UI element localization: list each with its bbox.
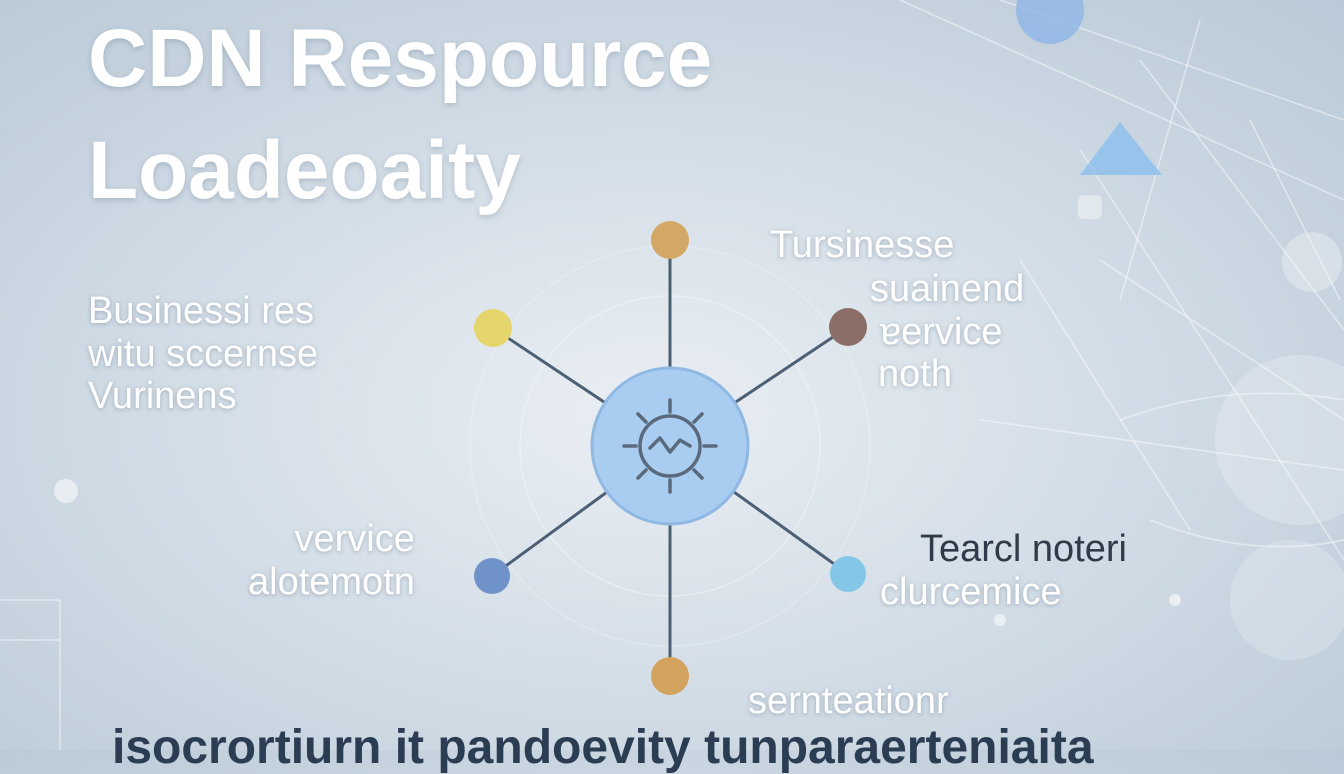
title-line-2: Loadeoaity (88, 125, 521, 216)
label-lower-left-line-2: alotemotn (248, 560, 415, 603)
bottom-caption: isocrortiurn it pandoevity tunparaerteni… (112, 721, 1094, 774)
node-lower-left (474, 558, 510, 594)
label-top-right-line: Tursinesse (770, 224, 955, 266)
label-bottom: serntеatiοnr (748, 680, 949, 723)
label-lower-right-line-2: clurcemice (880, 570, 1062, 613)
label-upper-left-line-2: witu sccernse (88, 332, 319, 375)
label-upper-right: suainend ɐervice noth (870, 268, 1024, 396)
background-art (0, 0, 1344, 750)
node-bottom (651, 657, 689, 695)
node-upper-right (829, 308, 867, 346)
hub-circle (590, 366, 750, 526)
label-lower-right: Tearcl noteri clurcemice (880, 528, 1127, 613)
label-top-right: Tursinesse (770, 224, 954, 267)
node-top (651, 221, 689, 259)
node-lower-right (830, 556, 866, 592)
label-lower-left: vervice alotemotn (248, 518, 415, 603)
label-lower-right-line-1: Tearcl noteri (920, 528, 1127, 570)
label-lower-left-line-1: vervice (294, 518, 415, 560)
label-upper-right-line-3: noth (878, 353, 952, 396)
label-upper-left: Businessi res witu sccernse Vurinens (88, 290, 318, 418)
gear-pulse-icon (622, 398, 718, 494)
title-line-1: CDN Respource (88, 13, 713, 104)
network-decoration (0, 0, 1344, 750)
label-upper-left-line-3: Vurinens (88, 375, 237, 418)
node-upper-left (474, 309, 512, 347)
accent-triangle (1080, 122, 1162, 175)
diagram-nodes (474, 221, 867, 695)
background-circles (54, 0, 1344, 660)
label-upper-left-line-1: Businessi res (88, 290, 314, 332)
decor-square (1078, 195, 1102, 219)
label-upper-right-line-2: ɐervice (880, 310, 1003, 353)
label-upper-right-line-1: suainend (870, 268, 1025, 310)
accent-dot (1016, 0, 1084, 44)
hub (590, 366, 750, 526)
label-bottom-line: serntеatiοnr (748, 680, 949, 722)
